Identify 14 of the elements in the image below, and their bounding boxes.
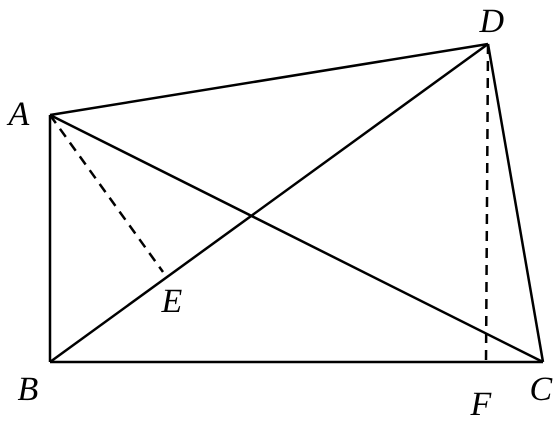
line-segment [49,114,544,364]
point-label: A [8,98,30,132]
line-segment [50,360,543,364]
point-label: B [18,373,38,407]
point-label: D [480,5,504,39]
line-segment [49,42,489,364]
dashed-segment [48,114,164,273]
line-segment [48,115,52,362]
point-label: F [470,388,492,422]
dashed-segment [484,44,490,362]
point-label: C [530,373,552,407]
point-label: E [162,285,182,319]
line-segment [486,44,544,362]
line-segment [50,42,488,116]
